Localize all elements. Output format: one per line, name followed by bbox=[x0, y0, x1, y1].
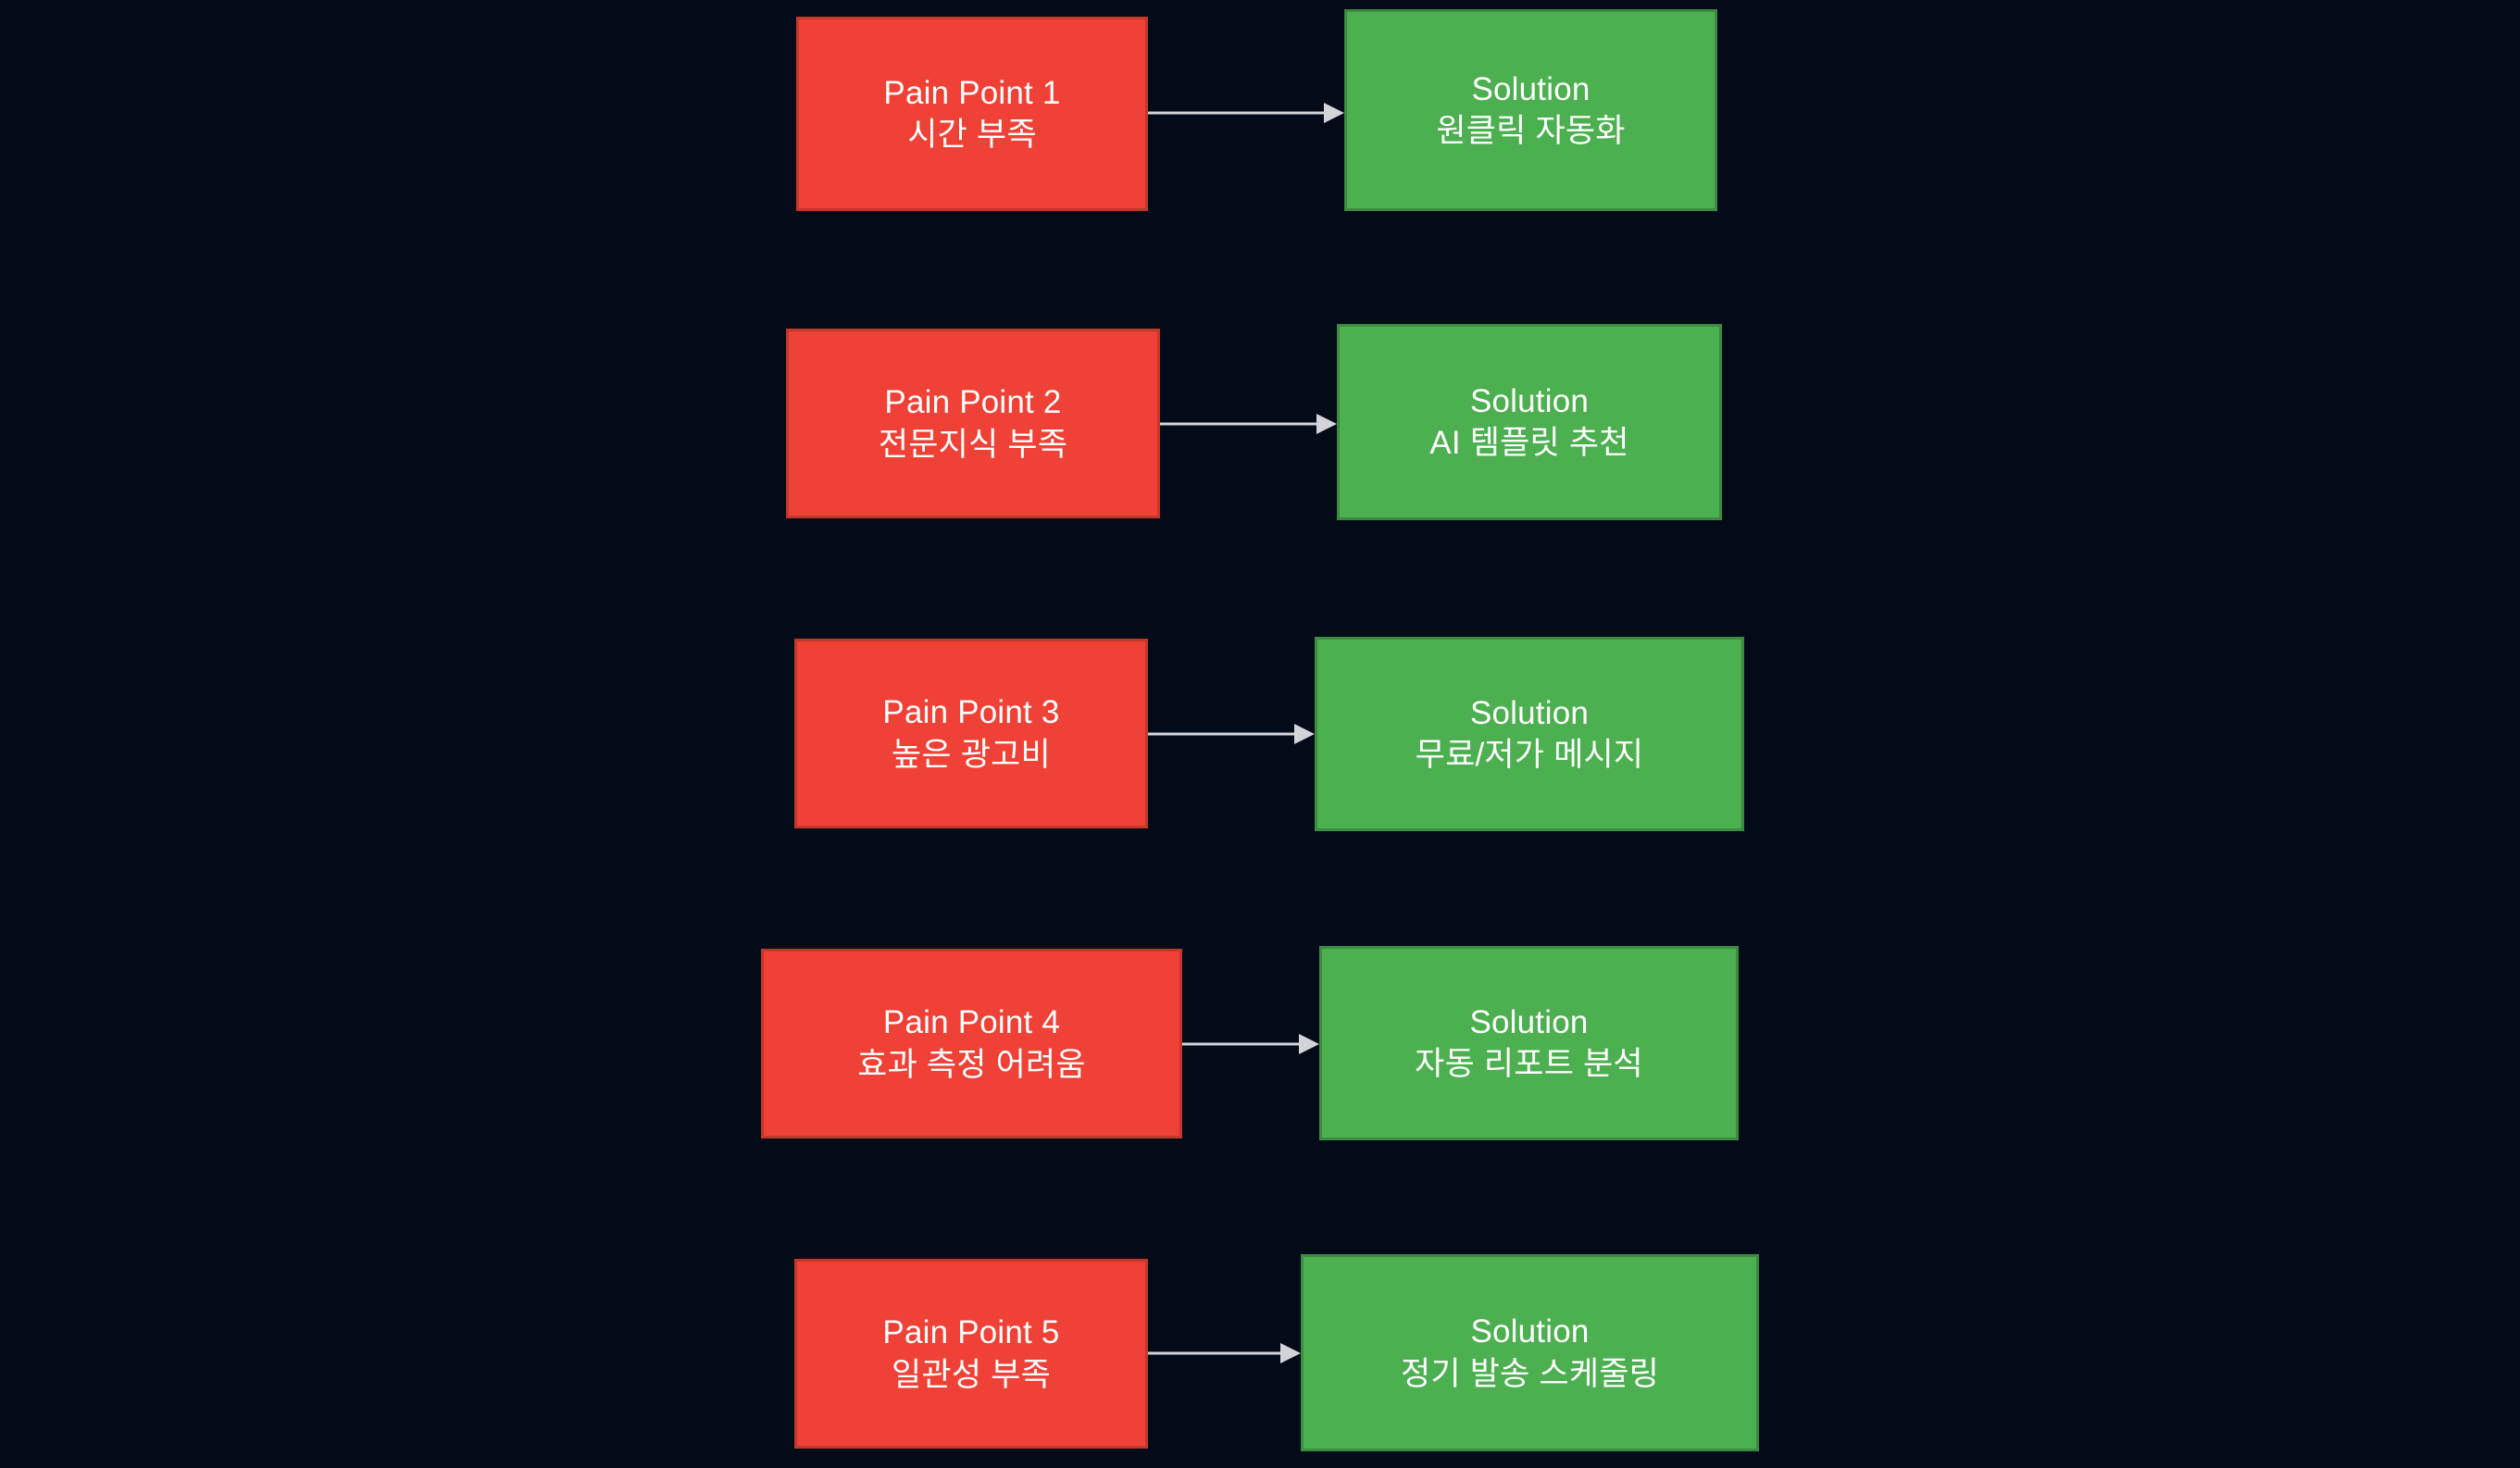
solution-node-4-subtitle: 자동 리포트 분석 bbox=[1415, 1046, 1643, 1082]
solution-node-5-subtitle: 정기 발송 스케줄링 bbox=[1400, 1355, 1660, 1392]
arrow-row-4 bbox=[1182, 1032, 1319, 1056]
arrow-head bbox=[1316, 414, 1337, 434]
solution-node-4[interactable]: Solution 자동 리포트 분석 bbox=[1319, 946, 1739, 1140]
pain-node-4-title: Pain Point 4 bbox=[882, 1004, 1061, 1040]
pain-node-2[interactable]: Pain Point 2 전문지식 부족 bbox=[786, 329, 1160, 518]
solution-node-3-title: Solution bbox=[1469, 694, 1590, 731]
arrow-row-2 bbox=[1160, 412, 1337, 436]
arrow-head bbox=[1299, 1034, 1319, 1054]
pain-node-1-subtitle: 시간 부족 bbox=[907, 117, 1037, 153]
pain-node-5[interactable]: Pain Point 5 일관성 부족 bbox=[794, 1259, 1148, 1449]
pain-node-1[interactable]: Pain Point 1 시간 부족 bbox=[796, 17, 1148, 211]
solution-node-2[interactable]: Solution AI 템플릿 추천 bbox=[1337, 324, 1722, 520]
solution-node-1-subtitle: 원클릭 자동화 bbox=[1436, 113, 1626, 149]
solution-node-2-title: Solution bbox=[1469, 382, 1590, 419]
pain-node-3-title: Pain Point 3 bbox=[882, 694, 1060, 730]
arrow-row-1 bbox=[1148, 101, 1344, 125]
arrow-row-5 bbox=[1148, 1341, 1301, 1365]
pain-node-5-title: Pain Point 5 bbox=[882, 1314, 1060, 1350]
pain-node-3[interactable]: Pain Point 3 높은 광고비 bbox=[794, 639, 1148, 828]
solution-node-5[interactable]: Solution 정기 발송 스케줄링 bbox=[1301, 1254, 1759, 1451]
solution-node-3[interactable]: Solution 무료/저가 메시지 bbox=[1315, 637, 1744, 831]
pain-node-3-subtitle: 높은 광고비 bbox=[892, 736, 1051, 773]
solution-node-4-title: Solution bbox=[1469, 1003, 1589, 1040]
pain-node-4-subtitle: 효과 측정 어려움 bbox=[857, 1046, 1086, 1083]
solution-node-5-title: Solution bbox=[1470, 1313, 1590, 1350]
arrow-row-3 bbox=[1148, 722, 1315, 746]
solution-node-1[interactable]: Solution 원클릭 자동화 bbox=[1344, 9, 1717, 211]
solution-node-2-subtitle: AI 템플릿 추천 bbox=[1429, 425, 1629, 461]
arrow-head bbox=[1294, 724, 1315, 744]
pain-node-2-subtitle: 전문지식 부족 bbox=[878, 426, 1068, 463]
pain-node-5-subtitle: 일관성 부족 bbox=[892, 1356, 1051, 1393]
solution-node-1-title: Solution bbox=[1471, 70, 1591, 107]
pain-node-4[interactable]: Pain Point 4 효과 측정 어려움 bbox=[761, 949, 1182, 1138]
pain-node-2-title: Pain Point 2 bbox=[884, 384, 1062, 420]
solution-node-3-subtitle: 무료/저가 메시지 bbox=[1415, 737, 1644, 773]
pain-node-1-title: Pain Point 1 bbox=[883, 74, 1061, 111]
arrow-head bbox=[1324, 103, 1344, 123]
arrow-head bbox=[1280, 1343, 1301, 1363]
